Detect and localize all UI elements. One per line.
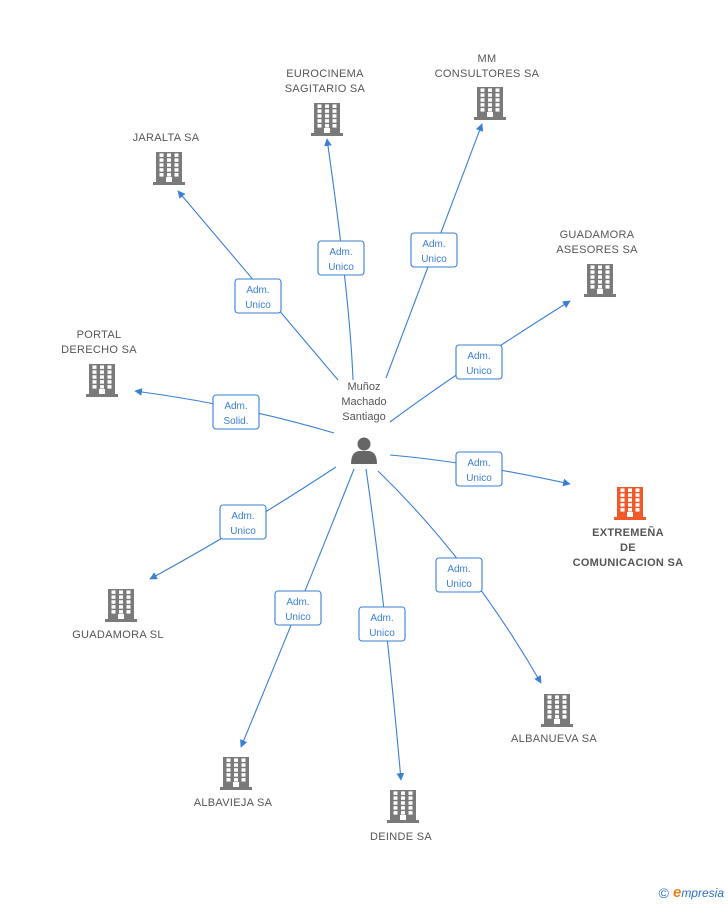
relation-edge-mm[interactable]: Adm.Unico	[385, 123, 484, 379]
role-label: Adm.Unico	[245, 285, 271, 311]
role-label: Adm.Solid.	[223, 401, 248, 427]
building-icon[interactable]	[387, 790, 419, 823]
company-node-deinde[interactable]: DEINDE SA	[370, 790, 432, 843]
role-box	[212, 394, 260, 430]
company-name: ALBANUEVA SA	[511, 733, 597, 745]
brand-logo[interactable]: empresia	[672, 884, 724, 901]
role-label: Adm.Unico	[466, 351, 492, 377]
relation-edge-portal[interactable]: Adm.Solid.	[134, 388, 335, 434]
building-icon[interactable]	[86, 364, 118, 397]
building-icon[interactable]	[614, 487, 646, 520]
company-name: GUADAMORA SL	[72, 629, 164, 641]
company-node-albanueva[interactable]: ALBANUEVA SA	[511, 694, 597, 745]
company-name: JARALTA SA	[133, 132, 200, 144]
role-box	[358, 606, 406, 642]
relation-edge-jaralta[interactable]: Adm.Unico	[177, 190, 339, 381]
building-icon[interactable]	[584, 264, 616, 297]
role-label: Adm.Unico	[230, 511, 256, 537]
company-name: ALBAVIEJA SA	[194, 797, 273, 809]
relation-edge-guadamora-asesores[interactable]: Adm.Unico	[389, 300, 571, 423]
role-label: Adm.Unico	[328, 247, 354, 273]
relation-edge-albanueva[interactable]: Adm.Unico	[377, 470, 542, 684]
role-box	[274, 590, 322, 626]
relation-edge-guadamora-sl[interactable]: Adm.Unico	[149, 466, 337, 580]
building-icon[interactable]	[105, 589, 137, 622]
role-box	[455, 344, 503, 380]
role-box	[410, 232, 458, 268]
company-node-jaralta[interactable]: JARALTA SA	[133, 132, 200, 185]
role-box	[455, 451, 503, 487]
relation-edge-eurocinema[interactable]: Adm.Unico	[317, 138, 365, 381]
edge-line	[324, 138, 354, 381]
company-node-guadamora-sl[interactable]: GUADAMORA SL	[72, 589, 164, 641]
company-name: DEINDE SA	[370, 831, 432, 843]
edges-layer: Adm.UnicoAdm.UnicoAdm.UnicoAdm.UnicoAdm.…	[134, 123, 571, 781]
building-icon[interactable]	[541, 694, 573, 727]
role-label: Adm.Unico	[369, 613, 395, 639]
building-icon[interactable]	[474, 87, 506, 120]
role-box	[219, 504, 267, 540]
building-icon[interactable]	[220, 757, 252, 790]
role-label: Adm.Unico	[446, 564, 472, 590]
role-box	[435, 557, 483, 593]
role-box	[234, 278, 282, 314]
building-icon[interactable]	[311, 103, 343, 136]
relation-edge-extremena[interactable]: Adm.Unico	[389, 451, 571, 487]
person-icon[interactable]	[351, 437, 377, 465]
company-node-albavieja[interactable]: ALBAVIEJA SA	[194, 757, 273, 809]
copyright-symbol: ©	[658, 884, 669, 901]
role-label: Adm.Unico	[421, 239, 447, 265]
building-icon[interactable]	[153, 152, 185, 185]
role-label: Adm.Unico	[466, 458, 492, 484]
relation-edge-albavieja[interactable]: Adm.Unico	[240, 468, 355, 748]
role-box	[317, 240, 365, 276]
relation-edge-deinde[interactable]: Adm.Unico	[358, 468, 406, 781]
role-label: Adm.Unico	[285, 597, 311, 623]
edge-line	[385, 123, 484, 379]
watermark: © empresia	[659, 884, 724, 901]
